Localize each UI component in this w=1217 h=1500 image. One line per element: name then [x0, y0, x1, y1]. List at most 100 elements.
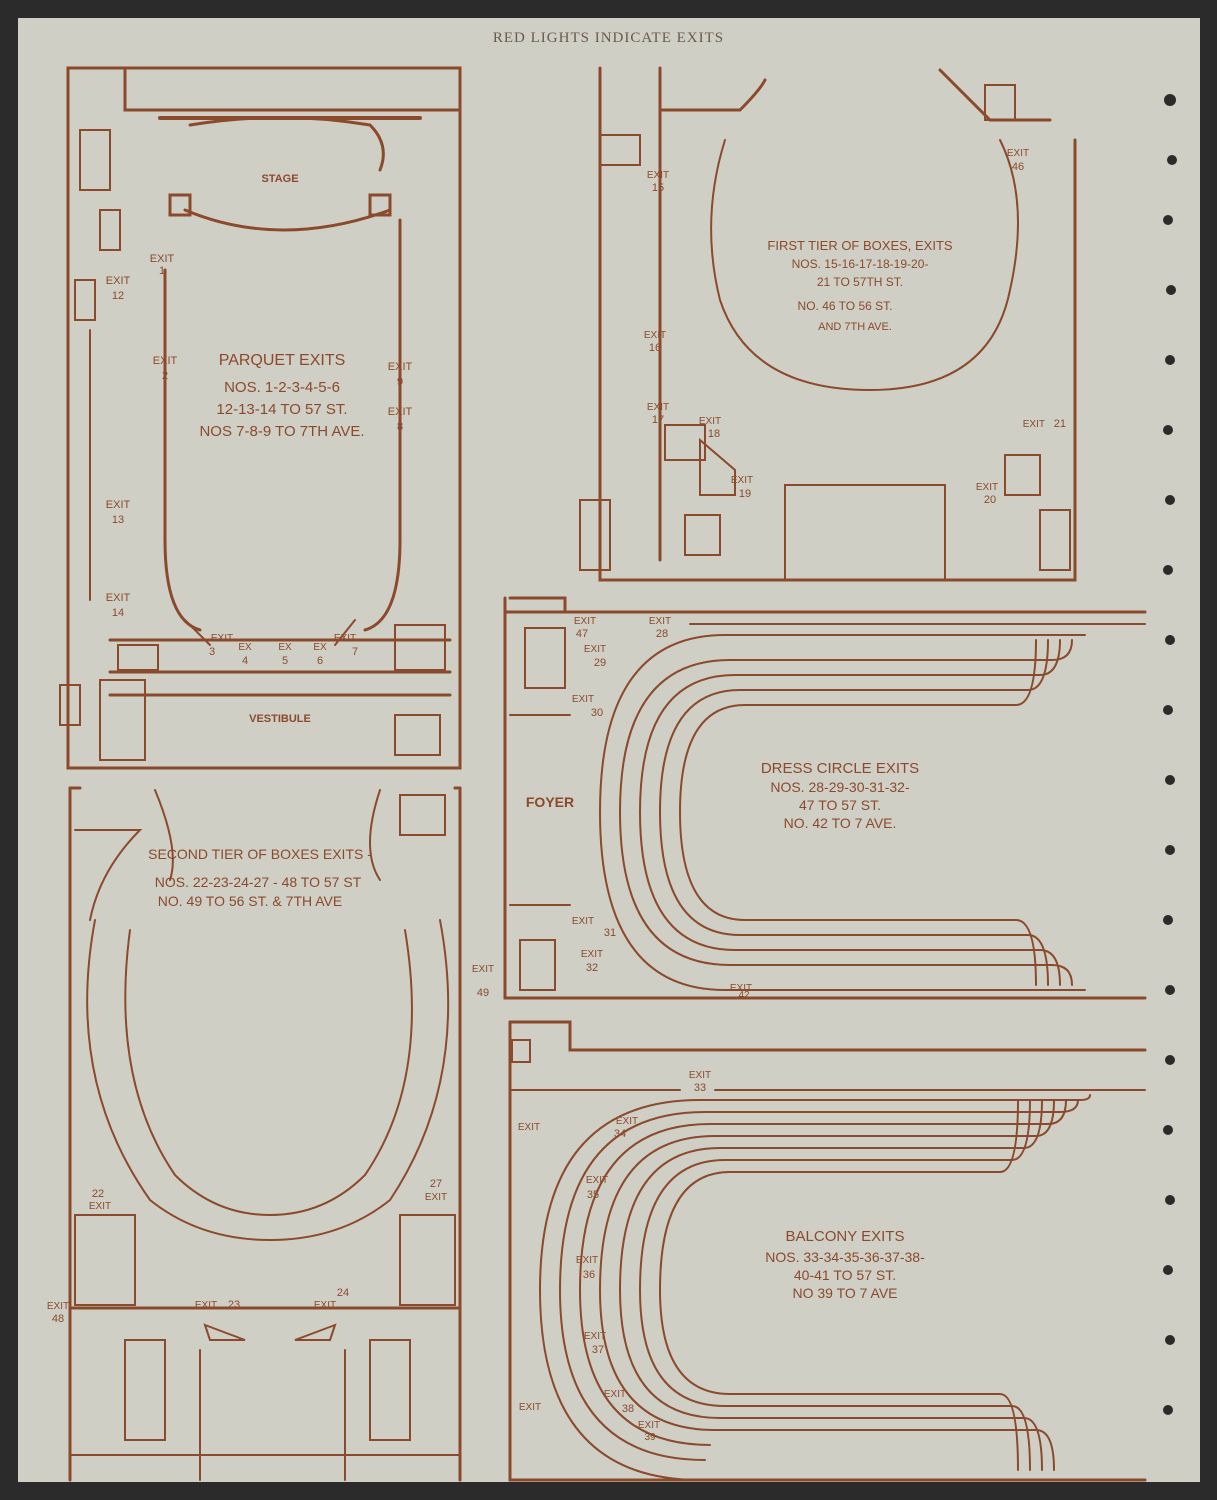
exit-label: EXIT: [647, 170, 669, 181]
exit-label: EXIT: [731, 475, 753, 486]
exit-label: EXIT: [195, 1300, 217, 1311]
exit-number: 35: [587, 1189, 599, 1201]
exit-number: 22: [92, 1188, 104, 1200]
exit-number: 2: [162, 370, 168, 382]
parquet-plan: STAGE VESTIBULE PARQUET EXITS NOS. 1-2-3…: [59, 66, 462, 770]
balcony-line-2: 40-41 TO 57 ST.: [794, 1267, 896, 1283]
exit-number: 33: [694, 1082, 706, 1094]
dress-circle-line-1: NOS. 28-29-30-31-32-: [770, 779, 910, 795]
exit-number: 24: [337, 1287, 349, 1299]
exit-label: EXIT: [150, 253, 175, 265]
exit-number: 23: [228, 1299, 240, 1311]
exit-number: 12: [112, 290, 124, 302]
exit-label: EXIT: [604, 1389, 626, 1400]
exit-number: 38: [622, 1403, 634, 1415]
exit-label: EXIT: [572, 694, 594, 705]
exit-number: 18: [708, 428, 720, 440]
exit-number: 48: [52, 1313, 64, 1325]
parquet-line-1: NOS. 1-2-3-4-5-6: [224, 379, 340, 396]
parquet-title: PARQUET EXITS: [219, 352, 346, 369]
exit-label: EX: [238, 642, 252, 653]
exit-label: EXIT: [1023, 419, 1045, 430]
first-tier-line-2: 21 TO 57TH ST.: [817, 275, 903, 289]
exit-number: 21: [1054, 418, 1066, 430]
exit-label: EXIT: [581, 949, 603, 960]
exit-number: 31: [604, 927, 616, 939]
exit-number: 17: [652, 414, 664, 426]
exit-number: 1: [159, 265, 165, 277]
exit-label: EXIT: [574, 616, 596, 627]
exit-label: EXIT: [388, 361, 413, 373]
exit-label: EXIT: [334, 633, 356, 644]
exit-number: 6: [317, 655, 323, 667]
exit-label: EXIT: [584, 644, 606, 655]
dress-circle-rows: [598, 634, 1086, 991]
stage-label: STAGE: [261, 173, 298, 185]
balcony-rows: [538, 1094, 1091, 1481]
dress-circle-title: DRESS CIRCLE EXITS: [761, 760, 919, 777]
exit-label: EXIT: [47, 1301, 69, 1312]
exit-number: 3: [209, 646, 215, 658]
second-tier-title: SECOND TIER OF BOXES EXITS -: [148, 846, 372, 862]
exit-number: 34: [614, 1128, 626, 1140]
exit-label: EXIT: [689, 1070, 711, 1081]
exit-label: EXIT: [106, 499, 131, 511]
exit-number: 30: [591, 707, 603, 719]
exit-number: 5: [282, 655, 288, 667]
balcony-line-1: NOS. 33-34-35-36-37-38-: [765, 1249, 925, 1265]
exit-label: EX: [313, 642, 327, 653]
parquet-line-3: NOS 7-8-9 TO 7TH AVE.: [199, 423, 364, 440]
exit-number: 4: [242, 655, 248, 667]
exit-label: EXIT: [518, 1122, 540, 1133]
exit-label: EXIT: [638, 1420, 660, 1431]
exit-number: 32: [586, 962, 598, 974]
exit-label: EXIT: [586, 1175, 608, 1186]
exit-number: 9: [397, 376, 403, 388]
page-header: RED LIGHTS INDICATE EXITS: [492, 30, 725, 46]
foyer-label: FOYER: [526, 794, 574, 810]
exit-label: EXIT: [647, 402, 669, 413]
exit-label: EXIT: [584, 1331, 606, 1342]
first-tier-line-4: AND 7TH AVE.: [818, 321, 892, 333]
exit-label: EXIT: [976, 482, 998, 493]
exit-number: 19: [739, 488, 751, 500]
exit-label: EXIT: [519, 1402, 541, 1413]
exit-number: 28: [656, 628, 668, 640]
exit-label: EXIT: [425, 1192, 447, 1203]
exit-number: 46: [1012, 161, 1024, 173]
dress-circle-line-2: 47 TO 57 ST.: [799, 797, 881, 813]
exit-number: 16: [649, 342, 661, 354]
first-tier-title: FIRST TIER OF BOXES, EXITS: [767, 238, 952, 253]
second-tier-line-2: NO. 49 TO 56 ST. & 7TH AVE: [158, 893, 342, 909]
exit-number: 20: [984, 494, 996, 506]
parquet-line-2: 12-13-14 TO 57 ST.: [216, 401, 347, 418]
exit-label: EXIT: [730, 983, 752, 994]
balcony-title: BALCONY EXITS: [786, 1228, 905, 1245]
second-tier-line-1: NOS. 22-23-24-27 - 48 TO 57 ST: [155, 874, 362, 890]
exit-number: 8: [397, 421, 403, 433]
exit-label: EXIT: [472, 964, 494, 975]
dress-circle-plan: FOYER DRESS CIRCLE EXITS NOS. 28-29-30-3…: [503, 596, 1147, 1001]
exit-number: 36: [583, 1269, 595, 1281]
exit-number: 47: [576, 628, 588, 640]
second-tier-boxes: [86, 919, 450, 1242]
exit-label: EXIT: [616, 1116, 638, 1127]
exit-label: EXIT: [106, 275, 131, 287]
balcony-line-3: NO 39 TO 7 AVE: [792, 1285, 897, 1301]
exit-label: EXIT: [388, 406, 413, 418]
exit-label: EXIT: [649, 616, 671, 627]
exit-label: EXIT: [153, 355, 178, 367]
exit-label: EXIT: [572, 916, 594, 927]
vestibule-label: VESTIBULE: [249, 713, 311, 725]
exit-label: EXIT: [576, 1255, 598, 1266]
first-tier-plan: FIRST TIER OF BOXES, EXITS NOS. 15-16-17…: [579, 66, 1077, 582]
first-tier-line-3: NO. 46 TO 56 ST.: [798, 299, 893, 313]
binding-holes: [1163, 94, 1177, 1415]
paper-sheet: [18, 18, 1200, 1482]
exit-label: EXIT: [1007, 148, 1029, 159]
exit-number: 29: [594, 657, 606, 669]
exit-number: 7: [352, 646, 358, 658]
exit-number: 39: [644, 1432, 656, 1443]
exit-number: 49: [477, 987, 489, 999]
